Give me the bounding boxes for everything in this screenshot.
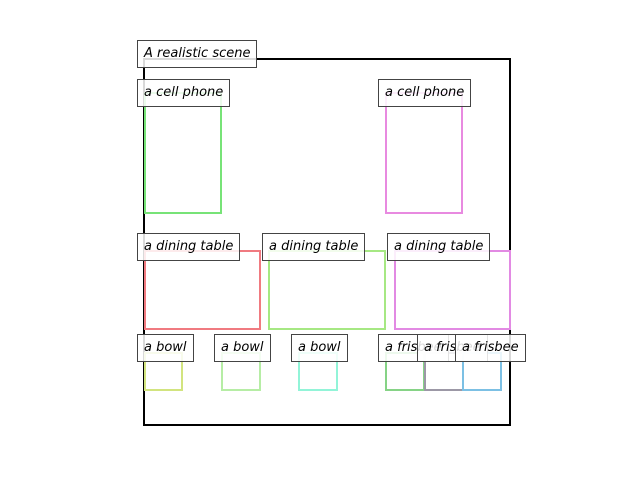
dining-table-label: a dining table	[137, 233, 241, 261]
cell-phone-label: a cell phone	[378, 79, 472, 107]
bowl-label: a bowl	[214, 334, 271, 362]
bowl-label: a bowl	[291, 334, 348, 362]
dining-table-label: a dining table	[387, 233, 491, 261]
cell-phone-label: a cell phone	[137, 79, 231, 107]
dining-table-box	[268, 250, 386, 330]
cell-phone-box	[385, 92, 463, 214]
dining-table-label: a dining table	[262, 233, 366, 261]
scene-title: A realistic scene	[137, 40, 258, 68]
cell-phone-box	[144, 92, 222, 214]
dining-table-box	[144, 250, 261, 330]
frisbee-label: a frisbee	[455, 334, 526, 362]
dining-table-box	[394, 250, 511, 330]
bowl-label: a bowl	[137, 334, 194, 362]
